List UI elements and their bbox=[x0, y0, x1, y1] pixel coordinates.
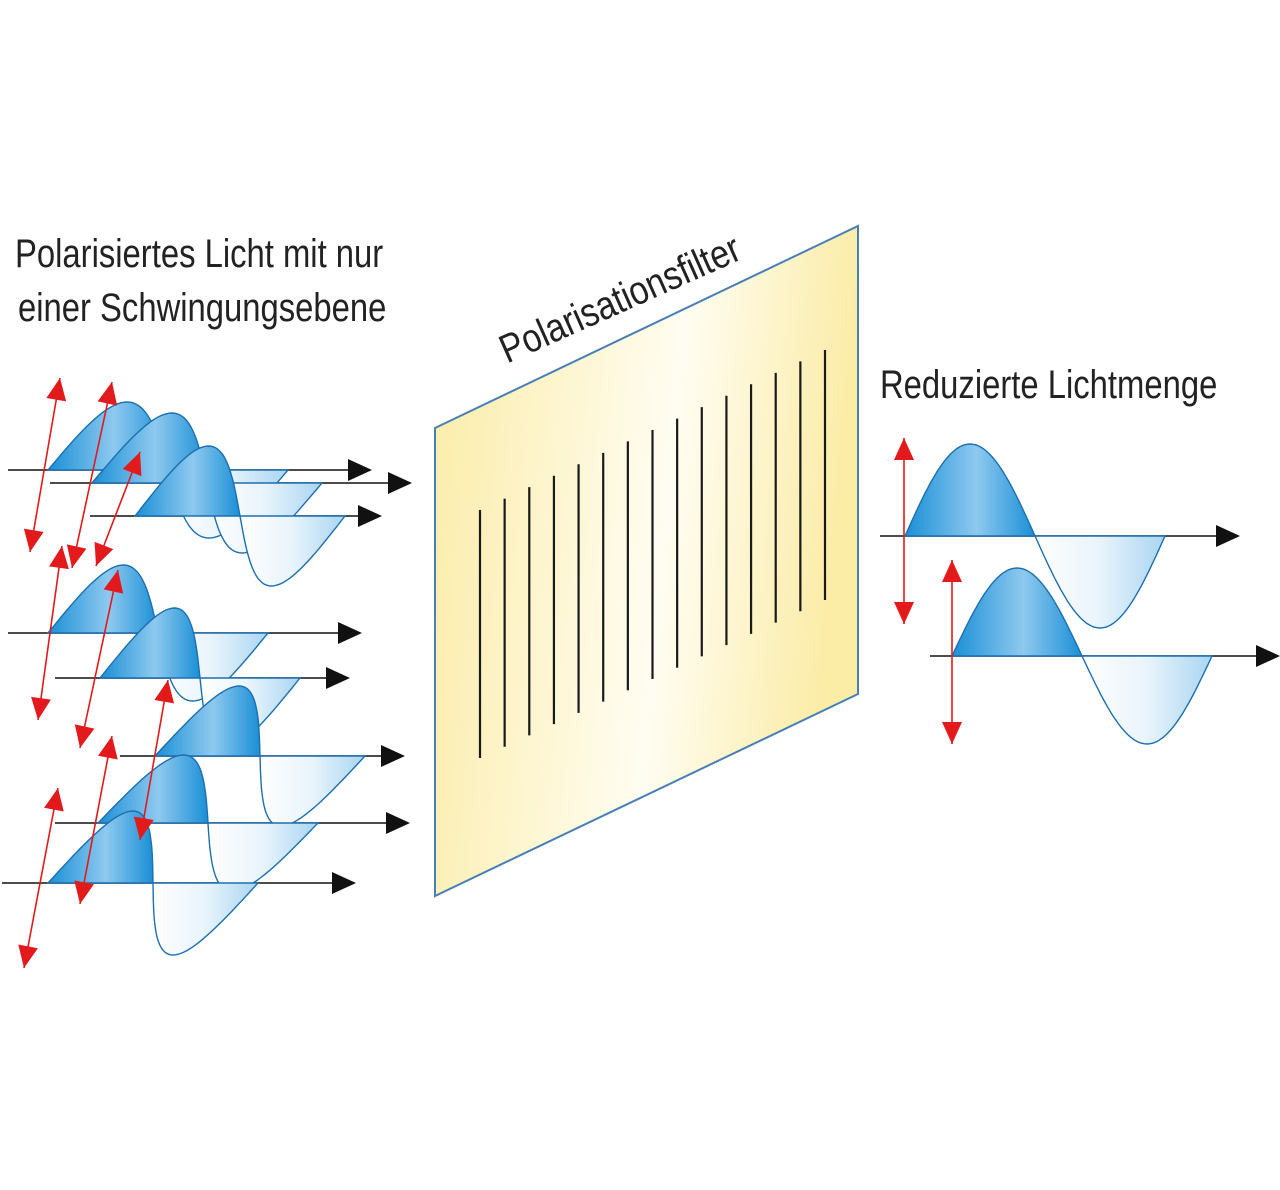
incoming-oscillation-arrow-1-shaft bbox=[29, 377, 61, 553]
outgoing-oscillation-arrow-1-head-end bbox=[894, 602, 914, 624]
incoming-axis-6-arrowhead bbox=[381, 745, 405, 767]
incoming-axis-8-arrowhead bbox=[332, 872, 356, 894]
outgoing-wave-1-crest bbox=[903, 443, 1037, 537]
incoming-wave-5-crest bbox=[98, 607, 201, 679]
waves-layer bbox=[46, 401, 367, 956]
incoming-oscillation-arrow-5-head-end bbox=[74, 724, 95, 748]
incoming-oscillation-arrow-4-head-start bbox=[49, 546, 69, 570]
incoming-oscillation-arrow-8-shaft bbox=[23, 787, 59, 969]
incoming-wave-8-crest bbox=[46, 810, 154, 884]
incoming-oscillation-arrow-8-head-end bbox=[18, 944, 38, 968]
outgoing-oscillation-arrow-2-head-end bbox=[942, 722, 962, 744]
incoming-axis-1-arrowhead bbox=[348, 459, 372, 481]
incoming-axis-3-arrowhead bbox=[358, 505, 382, 527]
outgoing-axis-1-arrowhead bbox=[1216, 525, 1240, 547]
incoming-oscillation-arrow-7-head-start bbox=[98, 736, 118, 760]
incoming-oscillation-arrow-1-head-end bbox=[23, 528, 44, 552]
incoming-oscillation-arrow-2-shaft bbox=[71, 381, 113, 569]
incoming-axis-7-arrowhead bbox=[386, 812, 410, 834]
incoming-wave-7-trough bbox=[207, 822, 320, 892]
incoming-oscillation-arrow-3-head-start bbox=[122, 452, 142, 477]
incoming-label-line1: Polarisiertes Licht mit nur bbox=[15, 232, 384, 276]
outgoing-wave-2-trough bbox=[1080, 655, 1214, 745]
incoming-wave-3-trough bbox=[239, 515, 347, 587]
outgoing-wave-1-trough bbox=[1033, 535, 1167, 629]
incoming-oscillation-arrow-7-head-end bbox=[74, 880, 94, 904]
incoming-oscillation-arrow-8-head-start bbox=[44, 788, 64, 812]
incoming-oscillation-arrow-1-head-start bbox=[46, 378, 67, 402]
incoming-oscillation-arrow-5-head-start bbox=[103, 570, 124, 594]
incoming-oscillation-arrow-7-shaft bbox=[79, 735, 113, 905]
outgoing-oscillation-arrow-1-head-start bbox=[894, 438, 914, 460]
incoming-wave-6-crest bbox=[153, 685, 261, 757]
incoming-oscillation-arrow-6-shaft bbox=[139, 679, 169, 841]
incoming-wave-6-trough bbox=[259, 755, 367, 827]
incoming-oscillation-arrow-6-head-end bbox=[133, 816, 154, 840]
oscillation-arrows bbox=[18, 377, 175, 969]
filter-plate bbox=[434, 224, 859, 898]
outgoing-oscillation-arrow-2-head-start bbox=[942, 560, 962, 582]
incoming-axis-5-arrowhead bbox=[326, 667, 350, 689]
incoming-axis-4-arrowhead bbox=[338, 622, 362, 644]
incoming-label-line2: einer Schwingungsebene bbox=[18, 286, 387, 330]
incoming-oscillation-arrow-5-shaft bbox=[79, 569, 119, 749]
incoming-axis-2-arrowhead bbox=[388, 472, 412, 494]
incoming-wave-4-crest bbox=[46, 564, 159, 634]
outgoing-label: Reduzierte Lichtmenge bbox=[880, 363, 1218, 407]
polarization-filter bbox=[434, 224, 859, 898]
incoming-oscillation-arrow-4-head-end bbox=[31, 696, 51, 720]
incoming-oscillation-arrow-6-head-start bbox=[154, 680, 175, 704]
incoming-oscillation-arrow-4-shaft bbox=[37, 545, 63, 721]
incoming-wave-7-crest bbox=[96, 754, 209, 824]
outgoing-waves bbox=[880, 438, 1280, 745]
incoming-wave-3-crest bbox=[133, 445, 241, 517]
incoming-wave-8-trough bbox=[152, 882, 260, 956]
incoming-oscillation-arrow-2-head-start bbox=[97, 382, 118, 406]
outgoing-axis-2-arrowhead bbox=[1256, 645, 1280, 667]
outgoing-wave-2-crest bbox=[950, 567, 1084, 657]
incoming-oscillation-arrow-2-head-end bbox=[66, 544, 87, 568]
incoming-oscillation-arrow-3-head-end bbox=[94, 541, 114, 566]
